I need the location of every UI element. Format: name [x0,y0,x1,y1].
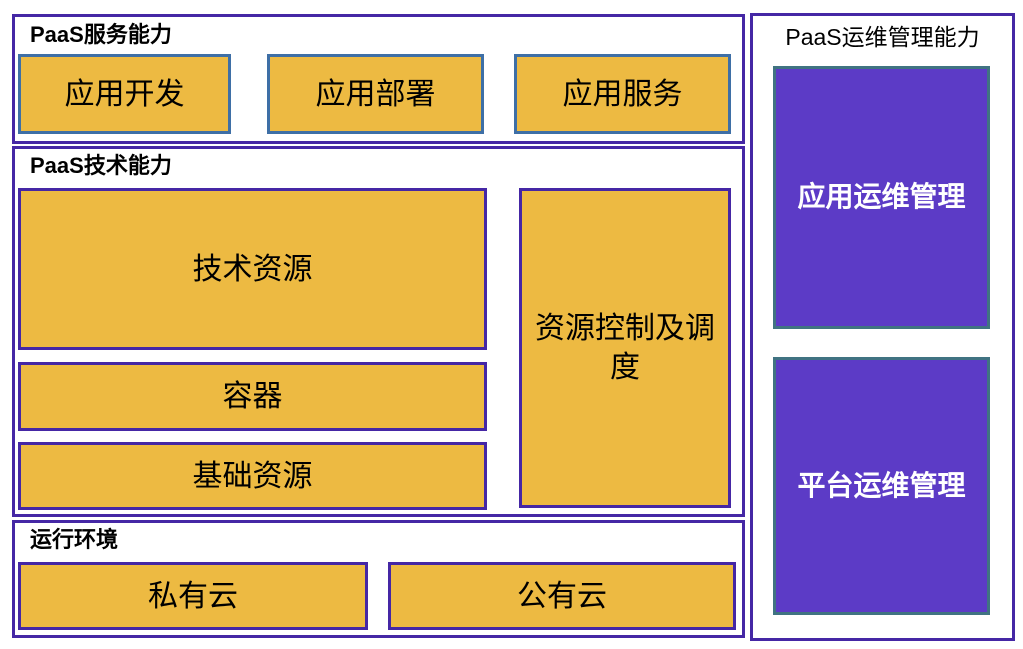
box-platform-ops-management: 平台运维管理 [773,357,990,615]
box-label: 资源控制及调度 [535,312,715,384]
box-label: 应用开发 [64,77,185,111]
box-label: 平台运维管理 [797,469,966,501]
section-paas-tech-capability: PaaS技术能力 技术资源 容器 基础资源 资源控制及调度 [12,146,745,517]
box-label: 基础资源 [192,459,313,493]
box-label: 容器 [222,380,283,413]
box-label: 应用服务 [562,77,683,111]
box-app-deployment: 应用部署 [267,54,484,134]
box-app-service: 应用服务 [514,54,731,134]
section-title-runtime: 运行环境 [30,527,119,552]
box-label: 技术资源 [192,252,313,286]
section-runtime-environment: 运行环境 私有云 公有云 [12,520,745,638]
box-app-ops-management: 应用运维管理 [773,66,990,329]
section-paas-service-capability: PaaS服务能力 应用开发 应用部署 应用服务 [12,14,745,144]
box-label: 公有云 [517,579,607,613]
section-title-paas-ops: PaaS运维管理能力 [785,24,980,50]
box-app-development: 应用开发 [18,54,231,134]
box-resource-control-scheduling: 资源控制及调度 [519,188,731,508]
box-base-resources: 基础资源 [18,442,487,510]
box-label: 应用部署 [315,77,436,111]
box-tech-resources: 技术资源 [18,188,487,350]
box-label: 应用运维管理 [797,181,966,213]
section-paas-ops-capability: PaaS运维管理能力 应用运维管理 平台运维管理 [750,13,1015,641]
box-label: 私有云 [148,579,238,613]
section-title-paas-tech: PaaS技术能力 [30,153,172,178]
box-containers: 容器 [18,362,487,431]
box-private-cloud: 私有云 [18,562,368,630]
section-title-paas-service: PaaS服务能力 [30,22,172,47]
box-public-cloud: 公有云 [388,562,736,630]
